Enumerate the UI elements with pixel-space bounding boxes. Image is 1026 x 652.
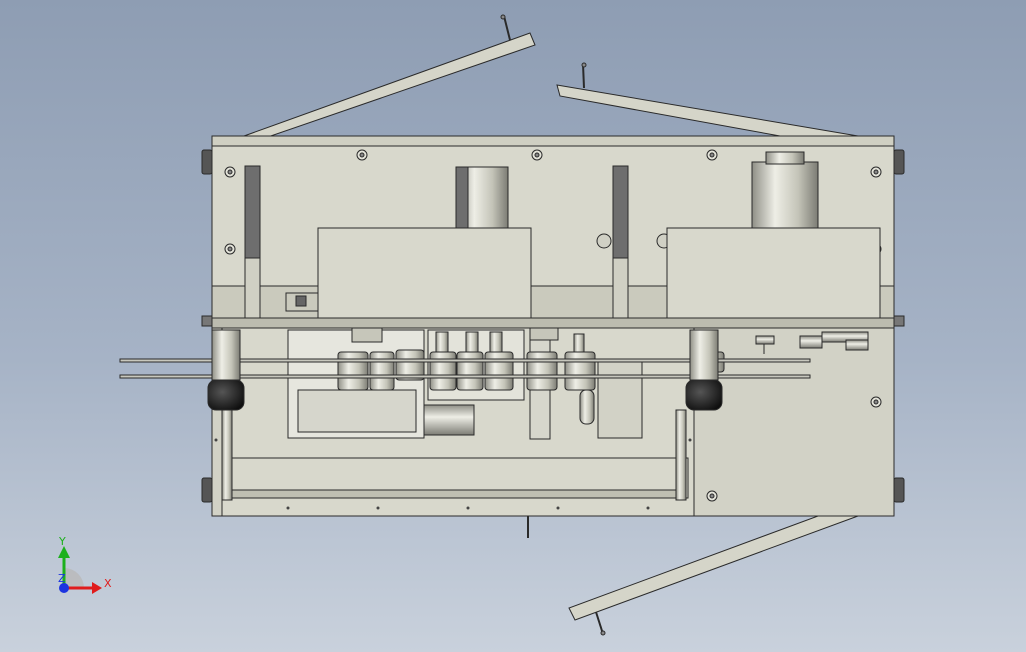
- edge-hole-set: [214, 438, 692, 510]
- x-axis-label: X: [104, 577, 112, 590]
- side-knob-set: [201, 149, 905, 503]
- fitting-set: [755, 331, 869, 354]
- center-slide: [455, 166, 509, 230]
- rail-top-left: [242, 14, 536, 140]
- z-axis-dot: [59, 583, 69, 593]
- rod-set: [119, 358, 811, 379]
- housing-block-left: [317, 227, 532, 319]
- housing-block-right: [666, 227, 881, 319]
- axis-triad: Y X Z: [58, 535, 112, 594]
- guide-bar-right: [612, 165, 629, 319]
- rail-top-right: [556, 62, 859, 137]
- pillar-right: [675, 329, 723, 501]
- motor-cylinder: [751, 151, 819, 229]
- z-axis-label: Z: [58, 572, 66, 585]
- y-axis-label: Y: [58, 535, 66, 548]
- guide-bar-left: [244, 165, 261, 319]
- screw-set: [224, 149, 882, 502]
- rail-bottom-right: [568, 515, 859, 636]
- small-bracket: [285, 292, 319, 312]
- pillar-left: [207, 329, 245, 501]
